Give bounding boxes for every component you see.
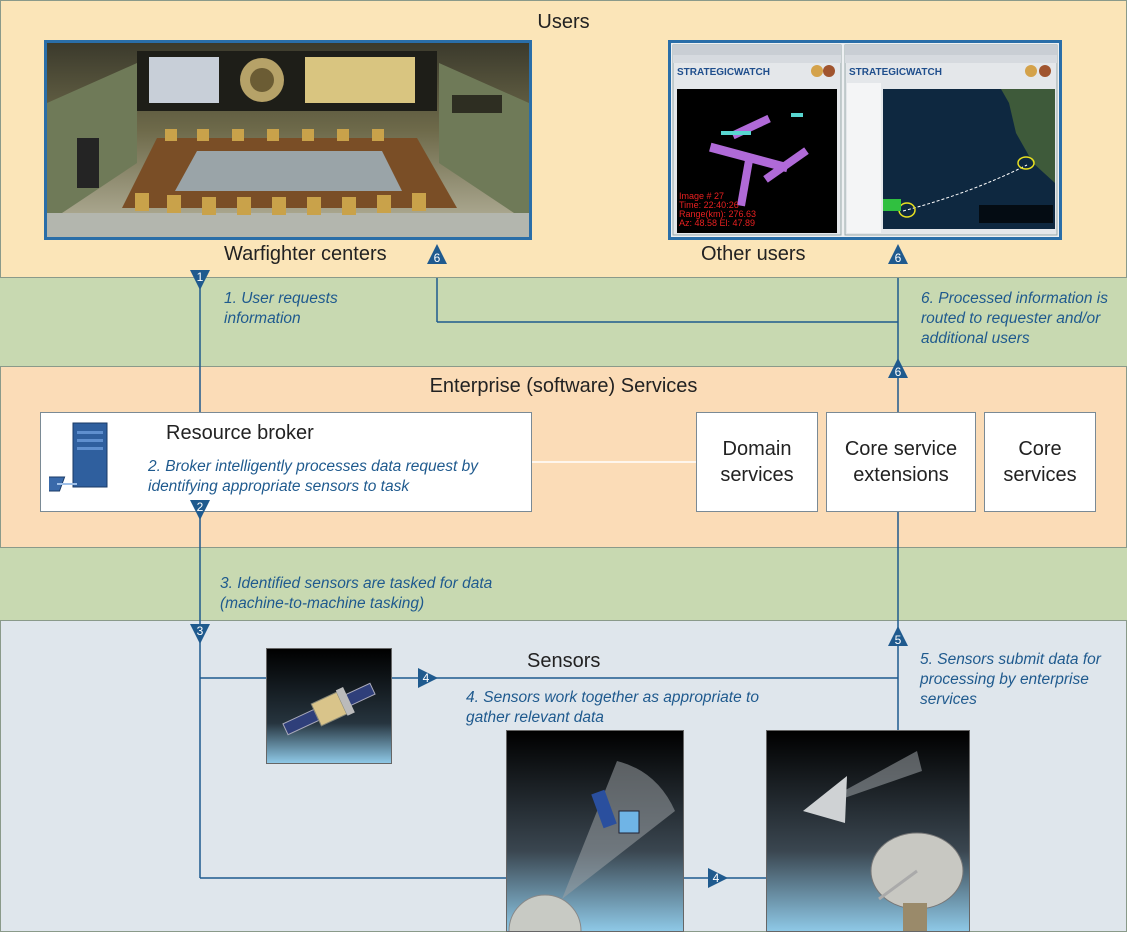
step-2-text: 2. Broker intelligently processes data r…	[148, 458, 478, 495]
other-users-label: Other users	[701, 243, 806, 265]
image-time: Time: 22:40:26	[679, 200, 739, 210]
screen-left-brand: STRATEGICWATCH	[677, 67, 770, 78]
badge-4-ground: 4	[713, 871, 720, 885]
badge-6-other: 6	[895, 251, 902, 265]
sensors-title: Sensors	[527, 650, 601, 672]
warfighter-center-photo	[44, 40, 532, 240]
satellite-image	[266, 648, 392, 764]
image-range: Range(km): 276.63	[679, 209, 756, 219]
badge-3: 3	[197, 624, 204, 638]
step-1-text: 1. User requests information	[224, 290, 338, 327]
users-title: Users	[537, 11, 590, 33]
image-az-el: Az: 48.58 El: 47.89	[679, 218, 755, 228]
image-number: Image # 27	[679, 191, 724, 201]
core-service-extensions-box: Core service extensions	[826, 412, 976, 512]
step-4-text: 4. Sensors work together as appropriate …	[466, 689, 759, 726]
resource-broker-title: Resource broker	[166, 422, 314, 444]
ground-radar-dish-image	[766, 730, 970, 932]
ground-radar-dome-image	[506, 730, 684, 932]
enterprise-title: Enterprise (software) Services	[429, 375, 698, 397]
badge-5: 5	[895, 633, 902, 647]
badge-6-enterprise: 6	[895, 365, 902, 379]
badge-4-satellite: 4	[423, 671, 430, 685]
badge-2: 2	[197, 500, 204, 514]
resource-broker-box: Resource broker 2. Broker intelligently …	[40, 412, 532, 512]
badge-6-warfighter: 6	[434, 251, 441, 265]
screen-right-brand: STRATEGICWATCH	[849, 67, 942, 78]
core-services-box: Core services	[984, 412, 1096, 512]
other-users-screens: STRATEGICWATCH Image # 27 Time: 22:40:26…	[668, 40, 1062, 240]
step-5-text: 5. Sensors submit data for processing by…	[920, 651, 1101, 708]
warfighter-centers-label: Warfighter centers	[224, 243, 387, 265]
server-icon	[49, 422, 108, 492]
badge-1: 1	[197, 270, 204, 284]
step-6-text: 6. Processed information is routed to re…	[921, 290, 1108, 347]
step-3-text: 3. Identified sensors are tasked for dat…	[220, 575, 493, 612]
domain-services-box: Domain services	[696, 412, 818, 512]
